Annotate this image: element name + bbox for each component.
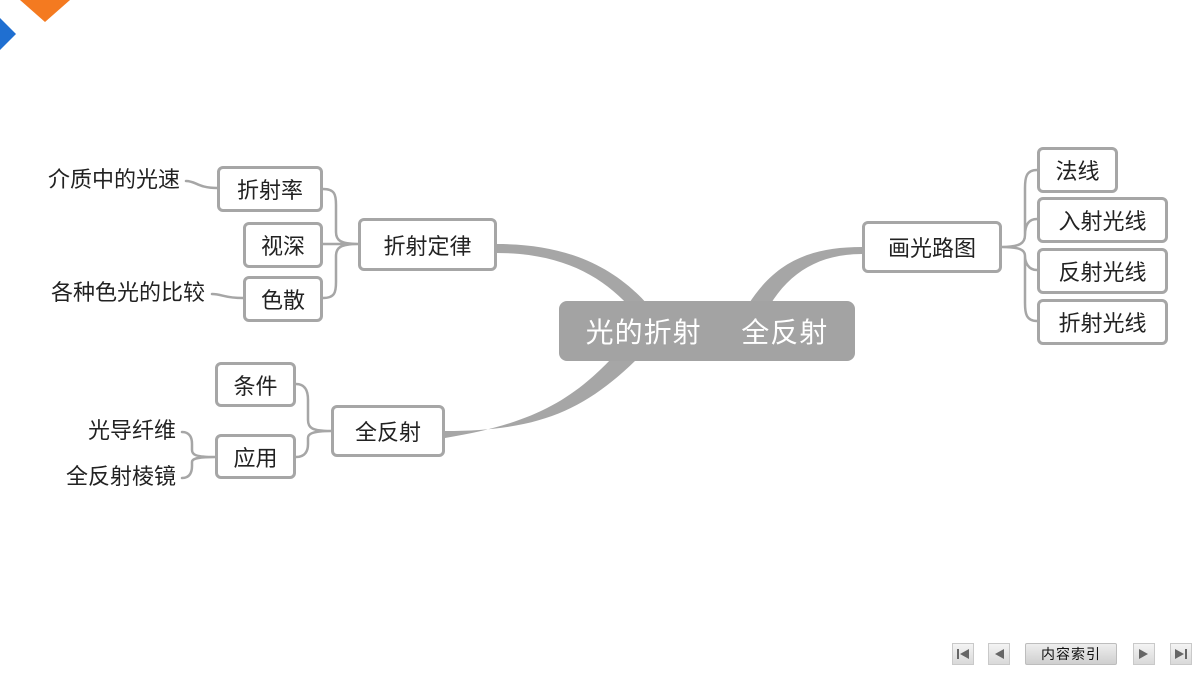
node-condition: 条件 <box>215 362 296 407</box>
next-icon <box>1139 649 1148 659</box>
node-refractive-index: 折射率 <box>217 166 323 212</box>
leaf-optical-fiber: 光导纤维 <box>87 419 176 444</box>
brace-total-reflection <box>294 382 333 459</box>
brace-refraction-law <box>321 187 360 300</box>
brace-application <box>180 430 217 480</box>
branch-to-refraction-law <box>497 244 648 305</box>
connector-leaf-speed <box>184 179 219 190</box>
next-slide-button[interactable] <box>1133 643 1155 665</box>
last-slide-button[interactable] <box>1170 643 1192 665</box>
node-incident-ray-label: 入射光线 <box>1058 210 1147 235</box>
central-topic-part-b: 全反射 <box>741 316 829 349</box>
first-icon <box>957 649 969 659</box>
node-dispersion-label: 色散 <box>260 289 305 314</box>
node-incident-ray: 入射光线 <box>1037 197 1168 243</box>
node-refracted-ray-label: 折射光线 <box>1058 312 1147 337</box>
connector-leaf-color-compare <box>210 292 245 300</box>
node-reflected-ray: 反射光线 <box>1037 248 1168 294</box>
node-total-reflection-label: 全反射 <box>354 421 421 446</box>
branch-to-light-path <box>748 247 862 305</box>
node-application: 应用 <box>215 434 296 479</box>
brand-logo <box>0 0 70 50</box>
node-refractive-index-label: 折射率 <box>236 179 303 204</box>
leaf-speed-in-medium: 介质中的光速 <box>47 168 180 193</box>
central-topic-part-a: 光的折射 <box>585 316 702 349</box>
node-draw-light-path-label: 画光路图 <box>887 237 976 262</box>
node-refraction-law-label: 折射定律 <box>383 234 472 260</box>
central-topic: 光的折射 全反射 <box>559 301 855 361</box>
node-normal-line-label: 法线 <box>1055 160 1100 185</box>
brace-light-path <box>1000 168 1039 323</box>
previous-slide-button[interactable] <box>988 643 1010 665</box>
node-refracted-ray: 折射光线 <box>1037 299 1168 345</box>
node-normal-line: 法线 <box>1037 147 1118 193</box>
branch-to-total-reflection <box>445 358 638 438</box>
node-condition-label: 条件 <box>233 374 278 400</box>
node-dispersion: 色散 <box>243 276 323 322</box>
first-slide-button[interactable] <box>952 643 974 665</box>
last-icon <box>1175 649 1187 659</box>
node-apparent-depth: 视深 <box>243 222 323 268</box>
leaf-color-comparison: 各种色光的比较 <box>50 281 205 306</box>
node-reflected-ray-label: 反射光线 <box>1058 261 1147 286</box>
node-refraction-law: 折射定律 <box>358 218 497 271</box>
node-application-label: 应用 <box>233 446 278 472</box>
content-index-button[interactable]: 内容索引 <box>1025 643 1117 665</box>
node-apparent-depth-label: 视深 <box>260 235 305 260</box>
previous-icon <box>995 649 1004 659</box>
node-draw-light-path: 画光路图 <box>862 221 1002 273</box>
node-total-reflection: 全反射 <box>331 405 445 457</box>
leaf-total-reflection-prism: 全反射棱镜 <box>65 465 176 490</box>
